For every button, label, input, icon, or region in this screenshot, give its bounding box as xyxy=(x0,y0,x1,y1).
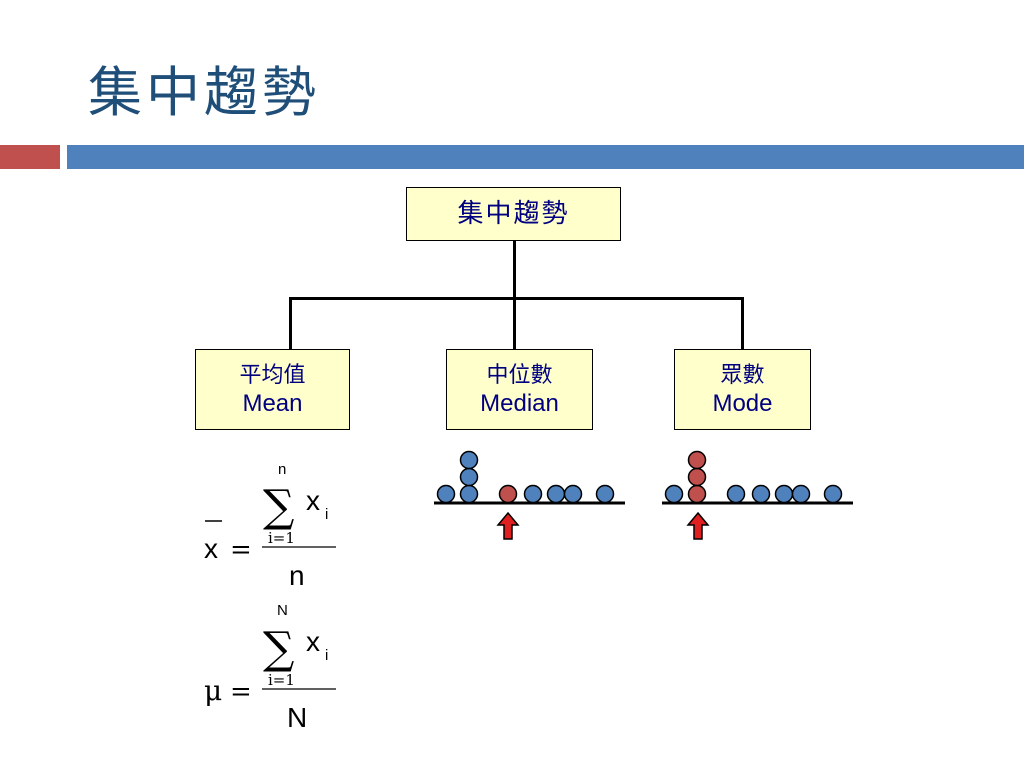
mean-node: 平均值 Mean xyxy=(195,349,350,430)
mode-dot xyxy=(751,484,771,504)
sample-denominator: n xyxy=(289,560,305,591)
sum-icon: ∑ xyxy=(263,623,294,674)
sample-subscript: i xyxy=(325,506,328,523)
root-node-label: 集中趨勢 xyxy=(457,199,570,229)
mode-dot xyxy=(774,484,794,504)
median-node: 中位數 Median xyxy=(446,349,593,430)
connector-mode xyxy=(741,297,744,350)
population-subscript: i xyxy=(325,647,328,664)
mode-label-en: Mode xyxy=(712,389,773,417)
median-dot xyxy=(459,450,479,470)
sample-mean-equals: = xyxy=(230,535,252,565)
root-node: 集中趨勢 xyxy=(406,187,621,241)
accent-bar-red xyxy=(0,145,60,169)
slide-title: 集中趨勢 xyxy=(88,61,320,124)
median-dot xyxy=(459,467,479,487)
sample-summand: x xyxy=(306,485,320,516)
mode-dot xyxy=(791,484,811,504)
median-dot xyxy=(459,484,479,504)
sample-sum-lower: i=1 xyxy=(268,529,295,547)
mode-node: 眾數 Mode xyxy=(674,349,811,430)
median-label-en: Median xyxy=(480,389,559,417)
sum-icon: ∑ xyxy=(263,481,294,532)
mode-dot-highlight xyxy=(687,484,707,504)
sample-mean-lhs: x xyxy=(204,533,218,564)
population-mean-formula: μ = N ∑ x i i=1 N xyxy=(204,602,336,733)
mean-label-en: Mean xyxy=(242,389,303,417)
median-dot xyxy=(595,484,615,504)
mode-dot-highlight xyxy=(687,467,707,487)
median-arrow-icon xyxy=(496,511,520,540)
accent-bar-blue xyxy=(67,145,1024,169)
population-mean-equals: = xyxy=(230,677,252,707)
median-dot xyxy=(563,484,583,504)
median-dot xyxy=(523,484,543,504)
median-dot xyxy=(546,484,566,504)
sample-sum-upper: n xyxy=(278,461,286,478)
mode-label-cn: 眾數 xyxy=(720,362,765,388)
connector-median xyxy=(513,297,516,350)
mode-dot-highlight xyxy=(687,450,707,470)
connector-root-down xyxy=(513,240,516,300)
median-dot-plot xyxy=(434,450,625,540)
median-label-cn: 中位數 xyxy=(486,362,553,388)
mode-dot-plot xyxy=(662,450,853,540)
sample-mean-formula: x = n ∑ x i i=1 n xyxy=(204,461,336,591)
population-sum-upper: N xyxy=(277,602,288,619)
population-sum-lower: i=1 xyxy=(268,671,295,689)
population-summand: x xyxy=(306,626,320,657)
mean-label-cn: 平均值 xyxy=(239,362,306,388)
mode-dot xyxy=(823,484,843,504)
mode-arrow-icon xyxy=(686,511,710,540)
mode-dot xyxy=(664,484,684,504)
median-dot-highlight xyxy=(498,484,518,504)
median-dot xyxy=(436,484,456,504)
population-denominator: N xyxy=(287,702,307,733)
connector-mean xyxy=(289,297,292,350)
mode-dot xyxy=(726,484,746,504)
connector-horizontal xyxy=(289,297,744,300)
population-mean-lhs: μ xyxy=(204,674,222,707)
